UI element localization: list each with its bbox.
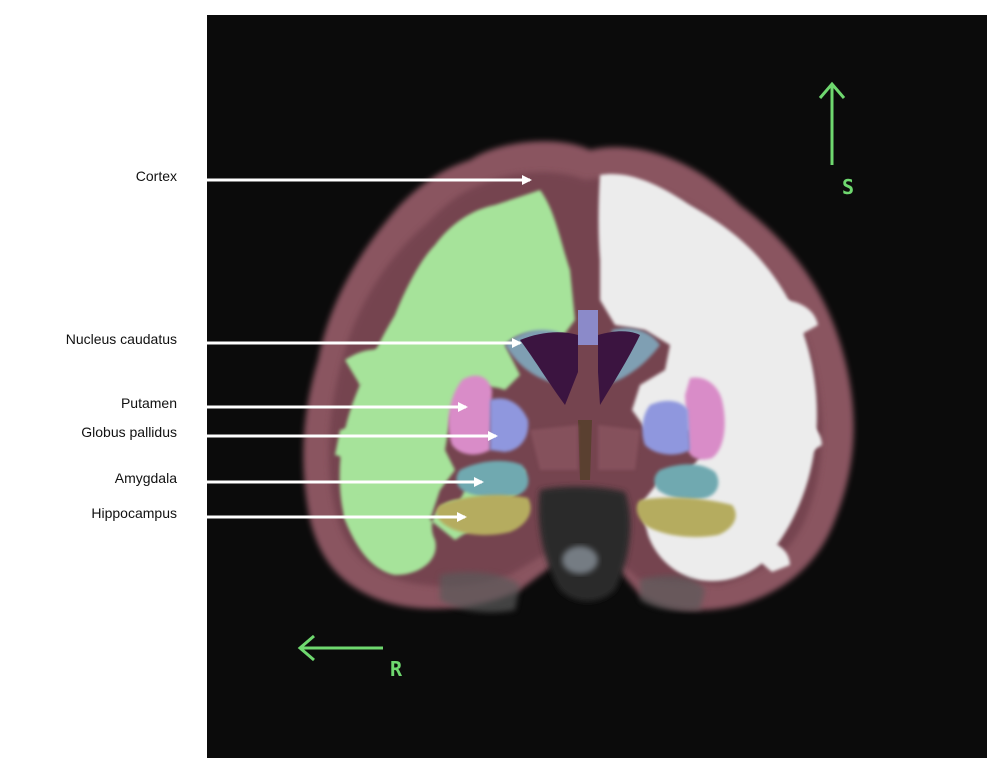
brainstem-highlight (562, 546, 598, 574)
right-putamen (685, 377, 725, 460)
right-amygdala (654, 464, 719, 500)
annotation-putamen: Putamen (121, 395, 468, 412)
right-label: R (390, 657, 403, 681)
left-ventricle (520, 332, 578, 405)
nucleus-caudatus-label: Nucleus caudatus (66, 331, 177, 347)
annotation-nucleus-caudatus: Nucleus caudatus (66, 331, 522, 348)
right-ventricle (598, 331, 640, 405)
superior-arrow-icon (818, 81, 846, 165)
globus-pallidus-label: Globus pallidus (81, 424, 177, 440)
cerebellum-left (440, 572, 520, 613)
right-hippocampus (636, 497, 736, 537)
left-amygdala (456, 460, 529, 498)
cortex-label: Cortex (136, 168, 177, 184)
brainstem (538, 486, 631, 602)
superior-label: S (842, 175, 854, 199)
left-hippocampus (436, 494, 531, 536)
septum (578, 310, 598, 345)
hippocampus-label: Hippocampus (91, 505, 177, 521)
annotation-cortex: Cortex (136, 168, 532, 185)
thalamus (530, 425, 640, 470)
right-indicator: R (297, 634, 403, 681)
cerebellum-right (640, 575, 705, 611)
third-ventricle (578, 420, 592, 480)
brain-slice (303, 141, 854, 613)
right-arrow-icon (297, 634, 383, 662)
putamen-label: Putamen (121, 395, 177, 411)
annotation-amygdala: Amygdala (115, 470, 484, 487)
right-pallidus (642, 400, 690, 455)
superior-indicator: S (818, 81, 854, 199)
right-white-matter (598, 174, 817, 582)
amygdala-label: Amygdala (115, 470, 177, 486)
left-pallidus (490, 398, 529, 452)
annotation-globus-pallidus: Globus pallidus (81, 424, 498, 441)
right-gyrus-extension (758, 300, 822, 572)
annotation-hippocampus: Hippocampus (91, 505, 467, 522)
